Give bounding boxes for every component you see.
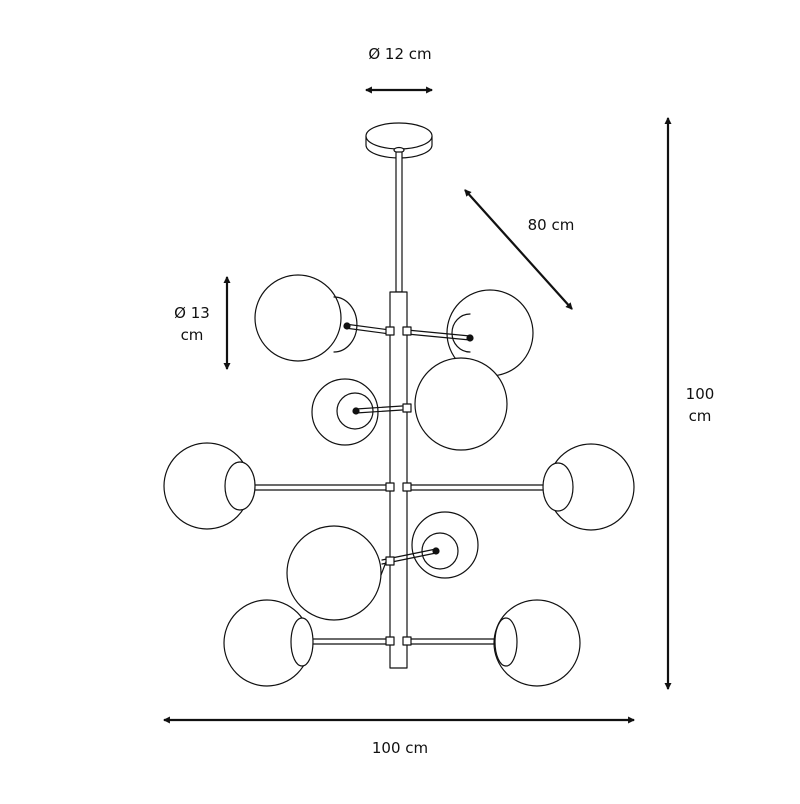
canopy-diameter-label: Ø 12 cm [368, 45, 432, 63]
sphere-diameter-label-line2: cm [180, 326, 204, 344]
ceiling-canopy [365, 122, 433, 159]
globe-upper-left [254, 274, 358, 362]
sphere-diameter-label-line1: Ø 13 [174, 304, 210, 322]
globe-bottom-right [493, 599, 581, 687]
height-label-line2: cm [688, 407, 712, 425]
height-label: 100 cm [670, 383, 730, 427]
globe-bottom-left [223, 599, 314, 687]
joint-blocks [385, 326, 412, 646]
globe-lower-right [411, 511, 479, 579]
sphere-diameter-label: Ø 13 cm [160, 302, 224, 346]
suspension-rod [395, 151, 403, 293]
globe-mid-right [414, 357, 508, 451]
globe-wide-left [163, 442, 256, 530]
globe-wide-right [542, 443, 635, 531]
width-label: 100 cm [371, 739, 429, 757]
central-stem [389, 291, 408, 669]
depth-label: 80 cm [527, 216, 575, 234]
globe-mid-left [311, 378, 379, 446]
globe-lower-left [286, 525, 387, 621]
depth-arrow [464, 189, 573, 310]
height-label-line1: 100 [685, 385, 715, 403]
